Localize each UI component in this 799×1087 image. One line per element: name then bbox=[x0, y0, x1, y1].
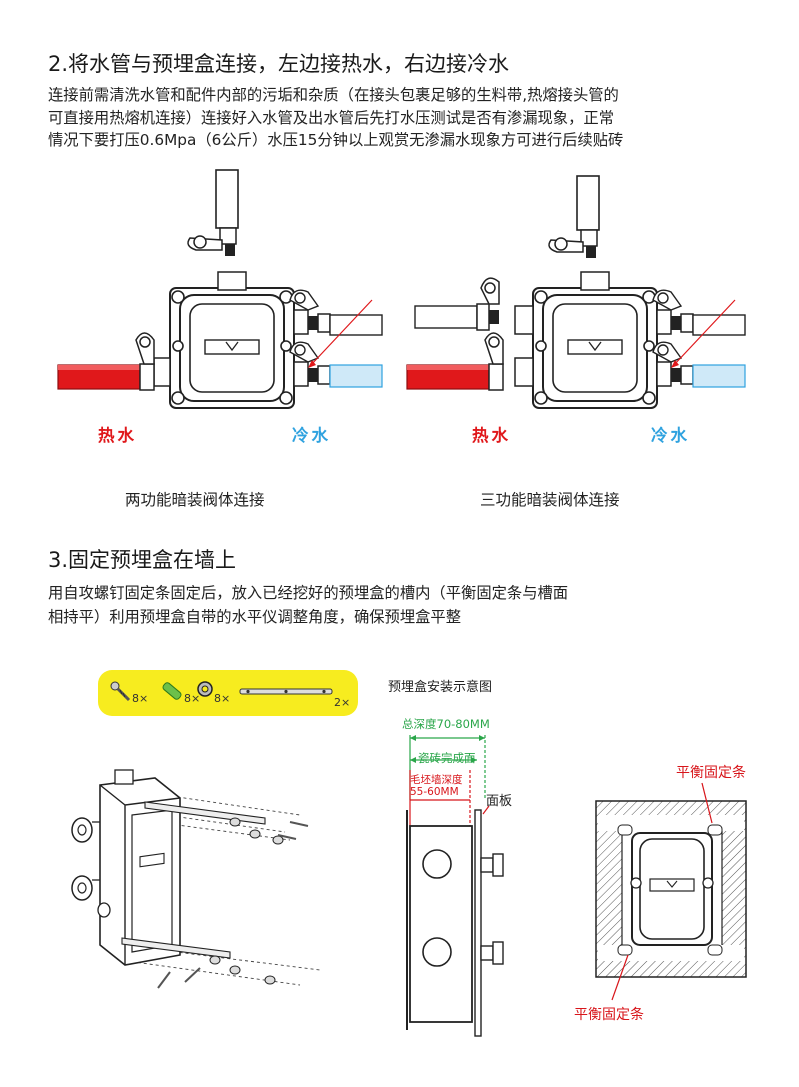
fixing-bar-qty: 2× bbox=[334, 696, 351, 709]
section3-line-1: 用自攻螺钉固定条固定后，放入已经挖好的预埋盒的槽内（平衡固定条与槽面 bbox=[48, 584, 569, 602]
side-section-drawing bbox=[406, 735, 504, 1037]
accessories-panel: 8× 8× 8× 2× bbox=[98, 670, 358, 716]
washer-icon bbox=[197, 681, 213, 697]
balance-bar-bottom-label: 平衡固定条 bbox=[574, 1007, 644, 1023]
three-function-valve-diagram bbox=[406, 175, 746, 409]
section2-line-2: 可直接用热熔机连接）连接好入水管及出水管后先打水压测试是否有渗漏现象，正常 bbox=[48, 108, 614, 127]
total-depth-label: 总深度70-80MM bbox=[402, 717, 490, 731]
right-caption: 三功能暗装阀体连接 bbox=[480, 491, 620, 509]
panel-label: 面板 bbox=[486, 794, 513, 809]
wall-depth-line2: 55-60MM bbox=[410, 786, 459, 798]
screw-qty: 8× bbox=[132, 692, 149, 705]
section2-heading: 2.将水管与预埋盒连接，左边接热水，右边接冷水 bbox=[48, 52, 510, 76]
washer-qty: 8× bbox=[214, 692, 231, 705]
section2-line-1: 连接前需清洗水管和配件内部的污垢和杂质（在接头包裹足够的生料带,热熔接头管的 bbox=[48, 86, 619, 104]
section2-line-3: 情况下要打压0.6Mpa（6公斤）水压15分钟以上观赏无渗漏水现象方可进行后续贴… bbox=[48, 131, 624, 149]
front-section-drawing bbox=[595, 782, 747, 1001]
section3-heading: 3.固定预埋盒在墙上 bbox=[48, 548, 237, 572]
left-hot-label: 热水 bbox=[98, 426, 137, 445]
left-cold-label: 冷水 bbox=[292, 426, 331, 445]
exploded-install-drawing bbox=[71, 769, 321, 989]
section3-line-2: 相持平）利用预埋盒自带的水平仪调整角度，确保预埋盒平整 bbox=[48, 608, 462, 626]
anchor-qty: 8× bbox=[184, 692, 201, 705]
fixing-bar-icon bbox=[239, 688, 333, 695]
balance-bar-top-label: 平衡固定条 bbox=[676, 765, 746, 781]
tile-surface-label: 瓷砖完成面 bbox=[418, 751, 476, 765]
right-cold-label: 冷水 bbox=[651, 426, 690, 445]
anchor-icon bbox=[162, 682, 182, 700]
left-caption: 两功能暗装阀体连接 bbox=[125, 491, 265, 509]
install-diagram-title: 预埋盒安装示意图 bbox=[388, 680, 493, 695]
screw-icon bbox=[110, 681, 131, 702]
right-hot-label: 热水 bbox=[472, 426, 511, 445]
wall-depth-label: 毛坯墙深度 55-60MM bbox=[410, 774, 463, 798]
wall-depth-line1: 毛坯墙深度 bbox=[410, 774, 463, 786]
two-function-valve-diagram bbox=[57, 169, 383, 409]
